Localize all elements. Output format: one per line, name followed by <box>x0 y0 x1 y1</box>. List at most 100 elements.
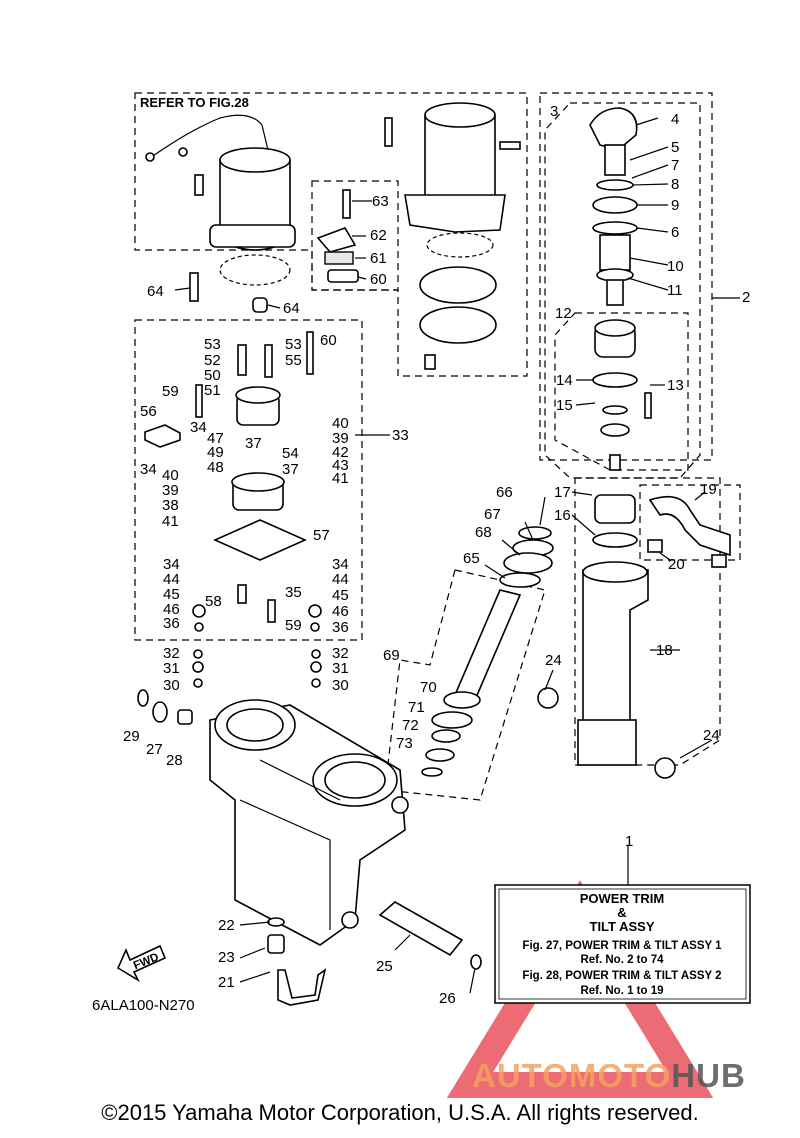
callout-label: 13 <box>667 377 684 394</box>
callout-label: 23 <box>218 949 235 966</box>
callout-label: 50 <box>204 367 221 384</box>
callout-label: 19 <box>700 481 717 498</box>
callout-label: 3 <box>550 103 558 120</box>
main-housing <box>137 687 676 1006</box>
callout-label: 40 <box>332 415 349 432</box>
callout-label: 2 <box>742 289 750 306</box>
callout-label: 5 <box>671 139 679 156</box>
callout-label: 42 <box>332 444 349 461</box>
callout-label: 41 <box>162 513 179 530</box>
callout-label: 31 <box>332 660 349 677</box>
callout-label: 66 <box>496 484 513 501</box>
callout-label: 32 <box>163 645 180 662</box>
callout-label: 27 <box>146 741 163 758</box>
info-box: POWER TRIM & TILT ASSY Fig. 27, POWER TR… <box>494 884 751 1004</box>
callout-label: 60 <box>320 332 337 349</box>
callout-label: 46 <box>163 601 180 618</box>
info-box-title3: TILT ASSY <box>590 919 655 934</box>
callout-label: 30 <box>332 677 349 694</box>
callout-label: 53 <box>204 336 221 353</box>
callout-label: 36 <box>332 619 349 636</box>
callout-label: 17 <box>554 484 571 501</box>
valve-assembly <box>144 331 322 688</box>
callout-label: 36 <box>163 615 180 632</box>
callout-label: 34 <box>163 556 180 573</box>
callout-label: 6 <box>671 224 679 241</box>
callout-label: 4 <box>671 111 679 128</box>
callout-label: 60 <box>370 271 387 288</box>
callout-label: 9 <box>671 197 679 214</box>
group-outlines <box>134 92 741 801</box>
leader-lines <box>174 117 740 994</box>
callout-label: 61 <box>370 250 387 267</box>
callout-label: 38 <box>162 497 179 514</box>
callout-label: 22 <box>218 917 235 934</box>
callout-label: 64 <box>283 300 300 317</box>
callout-label: 51 <box>204 382 221 399</box>
callout-label: 21 <box>218 974 235 991</box>
svg-text:AUTOMOTOHUB: AUTOMOTOHUB <box>472 1057 746 1094</box>
callout-label: 69 <box>383 647 400 664</box>
callout-label: 59 <box>285 617 302 634</box>
callout-label: 47 <box>207 430 224 447</box>
callout-label: 32 <box>332 645 349 662</box>
callout-label: 33 <box>392 427 409 444</box>
callout-label: 15 <box>556 397 573 414</box>
trim-piston <box>421 526 554 777</box>
callout-label: 71 <box>408 699 425 716</box>
copyright-notice: ©2015 Yamaha Motor Corporation, U.S.A. A… <box>101 1100 699 1125</box>
callout-label: 57 <box>313 527 330 544</box>
callout-label: 26 <box>439 990 456 1007</box>
callout-label: 64 <box>147 283 164 300</box>
callout-label: 39 <box>332 430 349 447</box>
callout-label: 10 <box>667 258 684 275</box>
watermark-part2: HUB <box>671 1057 746 1094</box>
electric-motor <box>145 114 296 286</box>
callout-label: 67 <box>484 506 501 523</box>
callout-label: 44 <box>163 571 180 588</box>
callout-label: 73 <box>396 735 413 752</box>
callout-label: 1 <box>625 833 633 850</box>
callout-label: 14 <box>556 372 573 389</box>
callout-label: 46 <box>332 603 349 620</box>
callout-label: 24 <box>703 727 720 744</box>
callout-label: 48 <box>207 459 224 476</box>
filter-parts <box>189 189 359 313</box>
watermark-text: AUTOMOTOHUB <box>472 1057 746 1094</box>
callout-label: 70 <box>420 679 437 696</box>
callout-label: 34 <box>190 419 207 436</box>
callout-label: 44 <box>332 571 349 588</box>
info-box-title2: & <box>617 905 626 920</box>
callout-label: 49 <box>207 444 224 461</box>
callout-label: 28 <box>166 752 183 769</box>
callout-label: 72 <box>402 717 419 734</box>
callout-label: 12 <box>555 305 572 322</box>
callout-label: 24 <box>545 652 562 669</box>
refer-label: REFER TO FIG.28 <box>140 95 249 110</box>
callout-label: 20 <box>668 556 685 573</box>
callout-label: 8 <box>671 176 679 193</box>
callout-label: 59 <box>162 383 179 400</box>
callout-label: 52 <box>204 352 221 369</box>
callout-label: 39 <box>162 482 179 499</box>
callout-label: 40 <box>162 467 179 484</box>
callout-label: 63 <box>372 193 389 210</box>
callout-label: 37 <box>245 435 262 452</box>
callout-label: 37 <box>282 461 299 478</box>
callout-numbers: 1 2 3 4 5 7 8 9 6 10 11 12 13 14 15 17 1… <box>123 103 750 1007</box>
pump-reservoir <box>384 102 521 370</box>
diagram-code: 6ALA100-N270 <box>92 997 195 1014</box>
callout-label: 11 <box>667 282 683 299</box>
callout-label: 45 <box>163 586 180 603</box>
callout-label: 25 <box>376 958 393 975</box>
callout-label: 35 <box>285 584 302 601</box>
callout-label: 41 <box>332 470 349 487</box>
callout-label: 62 <box>370 227 387 244</box>
svg-text:FWD: FWD <box>132 951 161 972</box>
callout-label: 7 <box>671 157 679 174</box>
info-box-line1: Fig. 27, POWER TRIM & TILT ASSY 1 <box>522 940 722 952</box>
callout-label: 31 <box>163 660 180 677</box>
fwd-arrow-icon: FWD <box>116 944 167 983</box>
callout-label: 30 <box>163 677 180 694</box>
